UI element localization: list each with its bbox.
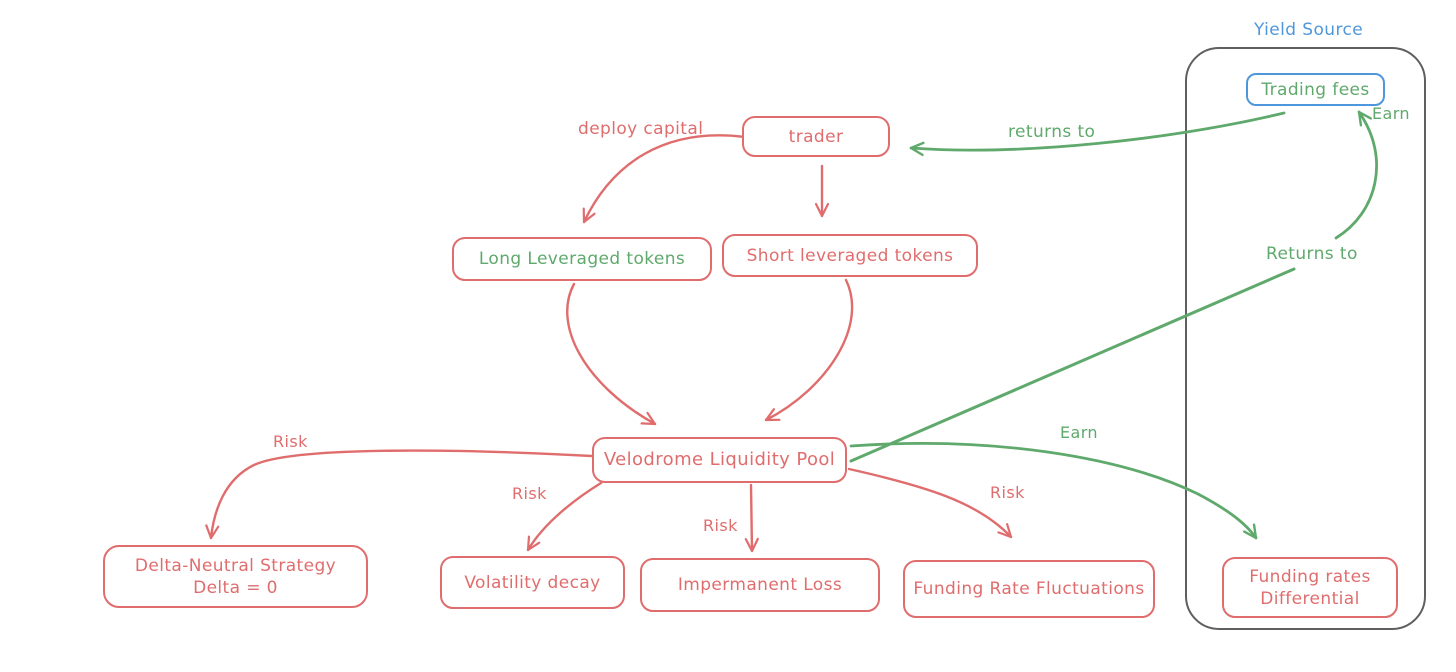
node-short-leveraged-tokens: Short leveraged tokens bbox=[722, 234, 978, 277]
label-risk-funding: Risk bbox=[990, 483, 1025, 502]
edge-short-leveraged-to-pool bbox=[764, 278, 854, 422]
label-risk-impermanent: Risk bbox=[703, 516, 738, 535]
node-long-leveraged-tokens-label: Long Leveraged tokens bbox=[478, 249, 686, 269]
node-velodrome-liquidity-pool: Velodrome Liquidity Pool bbox=[592, 437, 847, 483]
node-funding-rates-differential-line2: Differential bbox=[1260, 588, 1360, 609]
edge-pool-to-volatility-decay bbox=[526, 481, 603, 552]
node-delta-neutral-strategy-line1: Delta-Neutral Strategy bbox=[134, 555, 337, 576]
node-funding-rate-fluctuations: Funding Rate Fluctuations bbox=[903, 560, 1155, 618]
label-risk-volatility: Risk bbox=[512, 484, 547, 503]
node-velodrome-liquidity-pool-label: Velodrome Liquidity Pool bbox=[603, 449, 836, 470]
node-funding-rates-differential-line1: Funding rates bbox=[1249, 566, 1371, 587]
edge-long-leveraged-to-pool bbox=[566, 282, 657, 426]
yield-source-title: Yield Source bbox=[1254, 20, 1364, 40]
edge-trader-to-long-leveraged bbox=[582, 134, 747, 224]
node-trader-label: trader bbox=[788, 126, 844, 147]
label-risk-delta: Risk bbox=[273, 432, 308, 451]
node-trader: trader bbox=[742, 116, 890, 157]
node-short-leveraged-tokens-label: Short leveraged tokens bbox=[746, 245, 954, 266]
node-trading-fees: Trading fees bbox=[1246, 73, 1385, 106]
edge-pool-returns-line bbox=[849, 267, 1296, 463]
edge-pool-to-delta-neutral bbox=[205, 449, 594, 540]
node-funding-rate-fluctuations-label: Funding Rate Fluctuations bbox=[913, 579, 1145, 599]
node-funding-rates-differential: Funding rates Differential bbox=[1222, 557, 1398, 618]
yield-source-container bbox=[1185, 47, 1426, 630]
edge-earn-into-trading-fees bbox=[1334, 110, 1378, 240]
node-impermanent-loss: Impermanent Loss bbox=[640, 558, 880, 612]
node-volatility-decay-label: Volatility decay bbox=[464, 572, 601, 593]
node-delta-neutral-strategy-line2: Delta = 0 bbox=[193, 577, 278, 598]
edge-trading-fees-to-trader bbox=[909, 111, 1286, 157]
node-impermanent-loss-label: Impermanent Loss bbox=[677, 575, 843, 595]
edge-pool-to-funding-fluctuations bbox=[847, 467, 1013, 539]
label-returns-to-trader: returns to bbox=[1008, 122, 1096, 142]
node-delta-neutral-strategy: Delta-Neutral Strategy Delta = 0 bbox=[103, 545, 368, 608]
node-long-leveraged-tokens: Long Leveraged tokens bbox=[452, 237, 712, 281]
edge-pool-to-impermanent-loss bbox=[744, 483, 759, 553]
label-earn-mid: Earn bbox=[1060, 423, 1098, 442]
label-earn-top: Earn bbox=[1372, 104, 1410, 123]
node-volatility-decay: Volatility decay bbox=[440, 556, 625, 609]
label-deploy-capital: deploy capital bbox=[578, 119, 704, 139]
label-returns-to-large: Returns to bbox=[1266, 244, 1358, 264]
node-trading-fees-label: Trading fees bbox=[1261, 79, 1370, 100]
edge-pool-to-funding-differential bbox=[849, 442, 1258, 540]
